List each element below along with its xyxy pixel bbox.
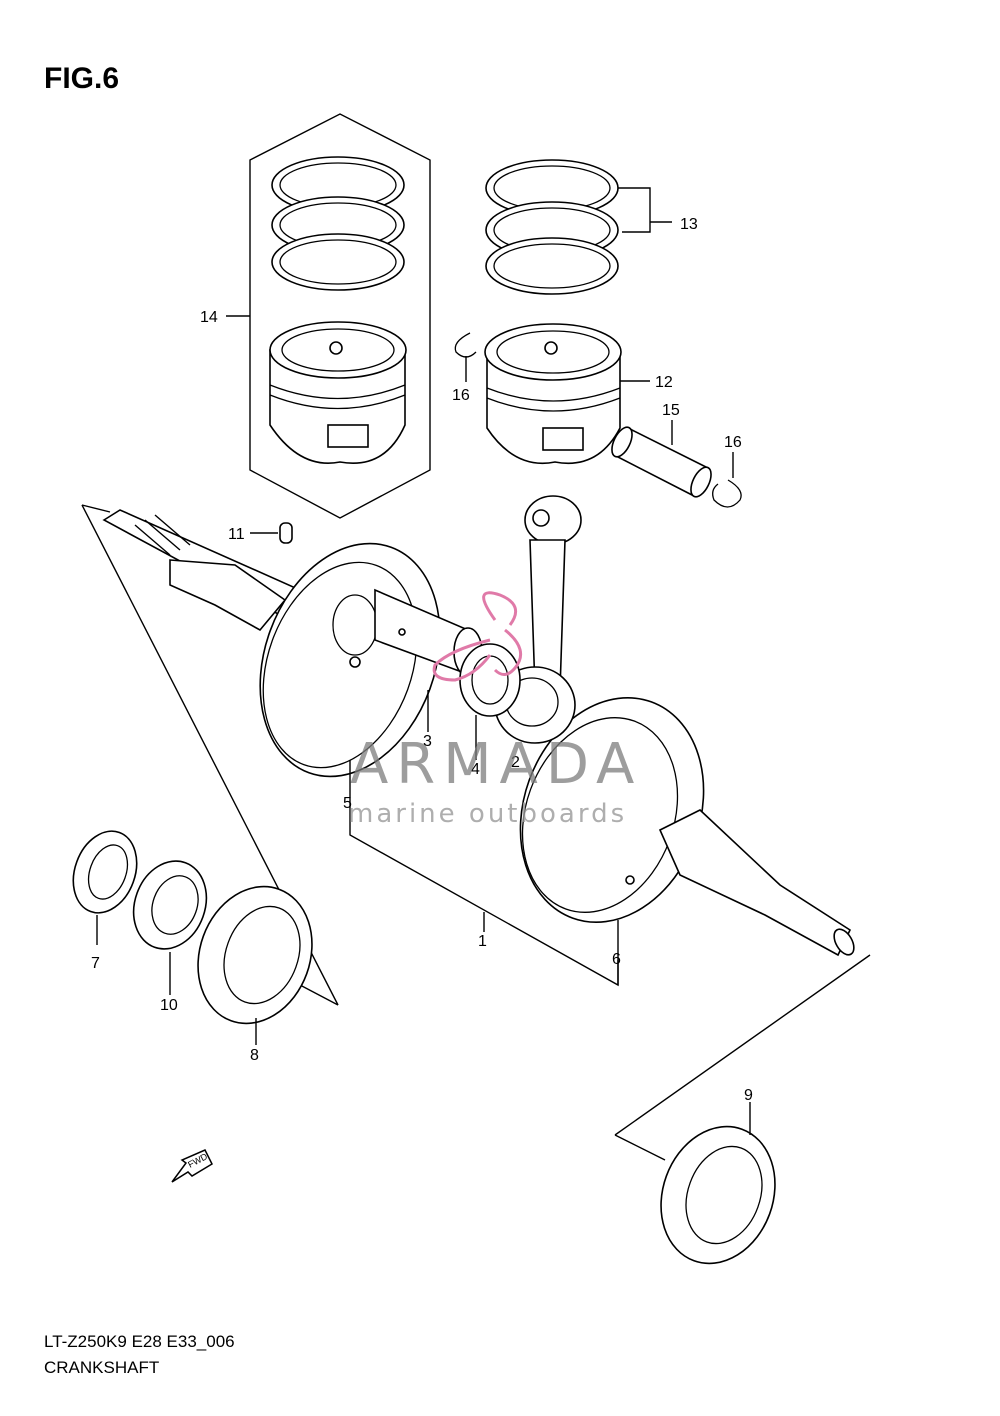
callout-3: 3 xyxy=(423,733,432,750)
figure-title: FIG.6 xyxy=(44,62,120,95)
piston-rings-set-left xyxy=(271,156,405,291)
watermark-brand: ARMADA xyxy=(350,732,642,797)
callout-12: 12 xyxy=(655,374,673,391)
callout-2: 2 xyxy=(511,754,520,771)
callout-9: 9 xyxy=(744,1087,753,1104)
piston-rings-set-right xyxy=(485,159,672,295)
callout-1: 1 xyxy=(478,933,487,950)
crank-pin-dowel xyxy=(250,522,293,544)
callout-14: 14 xyxy=(200,309,218,326)
crankshaft-gear xyxy=(132,860,208,995)
piston-pin xyxy=(611,420,712,498)
crankshaft-assembly xyxy=(81,504,871,1161)
watermark-tagline: marine outboards xyxy=(348,799,627,829)
armada-logo-icon xyxy=(432,591,523,682)
piston-kit-group xyxy=(249,113,431,519)
piston-left xyxy=(269,321,407,464)
callout-16-right: 16 xyxy=(724,434,742,451)
forward-arrow-icon: FWD xyxy=(171,1149,213,1183)
callout-8: 8 xyxy=(250,1047,259,1064)
callout-6: 6 xyxy=(612,951,621,968)
callout-10: 10 xyxy=(160,997,178,1014)
model-code: LT-Z250K9 E28 E33_006 xyxy=(44,1332,235,1351)
piston-right xyxy=(484,323,650,464)
callout-4: 4 xyxy=(471,761,480,778)
section-name: CRANKSHAFT xyxy=(44,1358,160,1377)
callout-5: 5 xyxy=(343,795,352,812)
armada-watermark: ARMADA marine outboards xyxy=(348,591,642,829)
left-main-bearing xyxy=(197,885,313,1045)
right-main-bearing xyxy=(660,1102,776,1265)
callout-11: 11 xyxy=(228,526,245,543)
callout-13: 13 xyxy=(680,216,698,233)
callout-7: 7 xyxy=(91,955,100,972)
piston-pin-circlip-left xyxy=(454,332,477,382)
small-bearing xyxy=(72,830,138,945)
piston-pin-circlip-right xyxy=(712,452,742,508)
callout-16-left: 16 xyxy=(452,387,470,404)
callout-15: 15 xyxy=(662,402,680,419)
